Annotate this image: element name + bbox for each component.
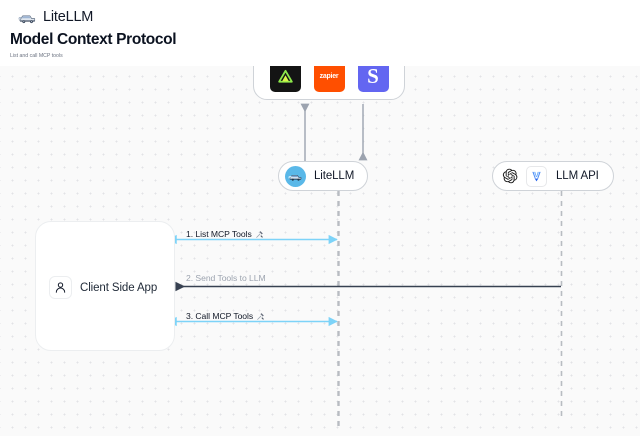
edge-2-label-text: 2. Send Tools to LLM	[186, 273, 266, 283]
slack-s-icon[interactable]: S	[357, 66, 389, 92]
edge-2-label: 2. Send Tools to LLM	[186, 273, 266, 283]
client-side-app-label: Client Side App	[80, 281, 158, 294]
anthropic-icon	[526, 165, 547, 187]
client-side-app-content: Client Side App	[49, 276, 157, 299]
edge-1-label: 1. List MCP Tools	[186, 229, 264, 239]
openai-icon	[499, 165, 520, 187]
zapier-wordmark: zapier	[319, 72, 339, 80]
tools-hammer-wrench-icon	[256, 312, 265, 321]
page-title: Model Context Protocol	[10, 31, 177, 48]
node-litellm-label: LiteLLM	[314, 170, 355, 182]
slack-letter: S	[367, 66, 379, 88]
linear-triangle-icon[interactable]	[269, 66, 301, 92]
node-llm-api[interactable]: LLM API	[492, 161, 614, 191]
node-llm-api-label: LLM API	[556, 170, 599, 182]
diagram-canvas[interactable]: MCP Tools zapier S	[0, 66, 640, 436]
litellm-avatar-icon	[285, 165, 306, 187]
litellm-truck-icon	[18, 8, 37, 27]
brand-name: LiteLLM	[43, 8, 94, 25]
edge-3-label: 3. Call MCP Tools	[186, 311, 265, 321]
page-subtitle: List and call MCP tools	[10, 53, 63, 59]
node-litellm[interactable]: LiteLLM	[278, 161, 369, 191]
brand: LiteLLM	[18, 7, 93, 27]
tools-hammer-wrench-icon	[255, 230, 264, 239]
edge-3-label-text: 3. Call MCP Tools	[186, 311, 254, 321]
user-person-icon	[49, 276, 72, 299]
zapier-icon[interactable]: zapier	[313, 66, 345, 92]
mcp-tools-group[interactable]: zapier S	[253, 66, 405, 100]
client-side-app-box[interactable]: Client Side App	[35, 221, 175, 351]
edge-1-label-text: 1. List MCP Tools	[186, 229, 252, 239]
